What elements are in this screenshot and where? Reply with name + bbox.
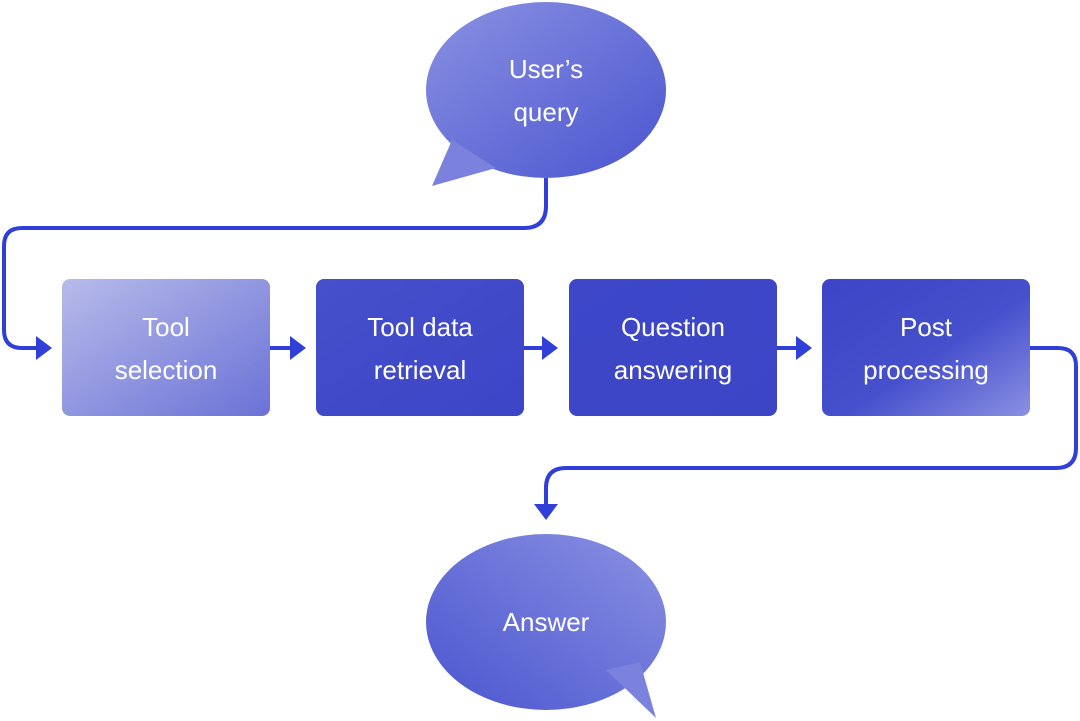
answer-label-text: Answer (502, 607, 590, 637)
step-box-question-answering (569, 279, 777, 416)
step-label-line1: Post (899, 312, 953, 342)
step-label-line2: retrieval (373, 355, 467, 385)
step-label-line2: selection (114, 355, 218, 385)
connector-post-processing-to-answer (544, 346, 1078, 506)
answer-label: Answer (446, 601, 646, 644)
step-label-post-processing: Post processing (822, 306, 1030, 392)
user-query-label: User’s query (446, 48, 646, 134)
user-query-label-line1: User’s (508, 54, 584, 84)
arrowhead-into-answer (534, 504, 558, 520)
step-label-question-answering: Question answering (569, 306, 777, 392)
step-label-tool-selection: Tool selection (62, 306, 270, 392)
connector-query-to-tool-selection (2, 178, 548, 350)
step-label-line1: Tool data (367, 312, 473, 342)
step-label-line2: answering (613, 355, 733, 385)
step-box-tool-selection (62, 279, 270, 416)
step-label-line1: Question (620, 312, 726, 342)
arrowhead-into-answering (542, 336, 558, 360)
step-label-line2: processing (863, 355, 989, 385)
user-query-bubble (426, 2, 666, 186)
arrowhead-into-tool-selection (36, 336, 52, 360)
step-label-line1: Tool (142, 312, 190, 342)
answer-bubble (426, 534, 666, 718)
arrowhead-into-post-processing (796, 336, 812, 360)
arrowhead-into-retrieval (290, 336, 306, 360)
step-label-tool-data-retrieval: Tool data retrieval (316, 306, 524, 392)
step-box-tool-data-retrieval (316, 279, 524, 416)
user-query-label-line2: query (513, 97, 579, 127)
step-box-post-processing (822, 279, 1030, 416)
